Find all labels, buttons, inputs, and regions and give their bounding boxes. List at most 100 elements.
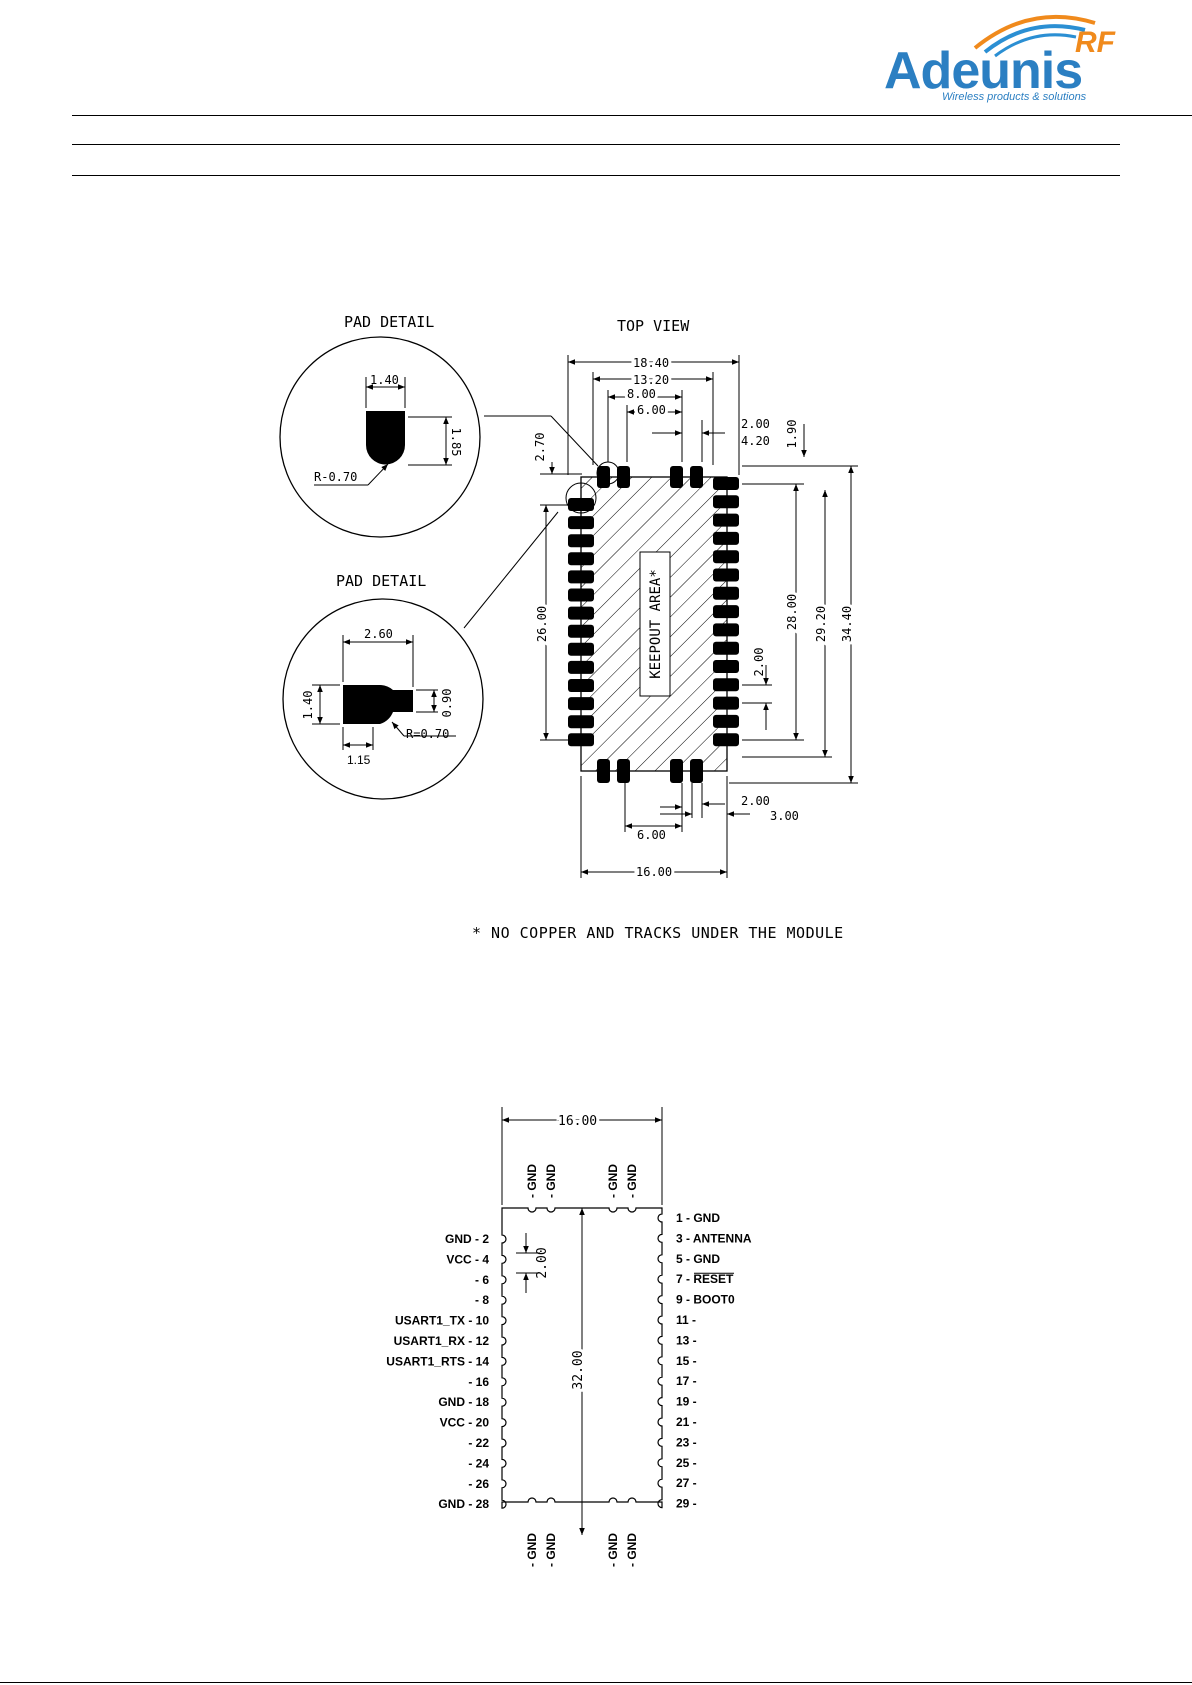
footprint-pad-left	[568, 697, 594, 711]
pin-label-bottom: - GND	[606, 1533, 620, 1567]
dim-13-20: 13.20	[633, 373, 669, 387]
pad-callout-circle-2	[565, 482, 597, 514]
dim-6-00-bottom: 6.00	[637, 828, 666, 842]
pin-label-left: - 16	[468, 1375, 489, 1389]
pin-label-left: - 6	[475, 1273, 489, 1287]
top-view-title: TOP VIEW	[617, 317, 690, 335]
dim-pad2-neck: 1.15	[347, 753, 371, 767]
dim-3-00: 3.00	[770, 809, 799, 823]
footprint-pad-right	[713, 714, 739, 728]
footprint-pad-top	[690, 466, 703, 488]
footprint-pad-left	[568, 606, 594, 620]
dim-pad2-tab: 0.90	[440, 689, 454, 718]
footprint-pad-left	[568, 733, 594, 747]
footprint-pad-left	[568, 498, 594, 511]
footprint-pad-right	[713, 550, 739, 564]
footprint-pad-left	[568, 534, 594, 548]
right-pads	[713, 477, 739, 747]
footprint-pad-bottom	[597, 759, 610, 783]
edge-pads	[597, 466, 703, 783]
left-pads	[568, 498, 594, 747]
pin-label-top: - GND	[544, 1164, 558, 1198]
footprint-pad-right	[713, 495, 739, 509]
pin-label-bottom: - GND	[625, 1533, 639, 1567]
footprint-pad-left	[568, 679, 594, 692]
pad-shape-neck	[343, 685, 413, 724]
pin-label-right: 27 -	[676, 1476, 697, 1490]
pin-label-left: USART1_TX - 10	[395, 1314, 489, 1328]
pin-label-top: - GND	[625, 1164, 639, 1198]
dim-4-20: 4.20	[741, 434, 770, 448]
header-rule-1	[72, 115, 1192, 116]
footprint-pad-top	[670, 466, 683, 488]
pin-label-left: GND - 28	[438, 1497, 489, 1511]
keepout-label: KEEPOUT AREA*	[648, 569, 664, 679]
pinout-pitch: 2.00	[535, 1247, 550, 1278]
footprint-pad-right	[713, 477, 739, 490]
footprint-pad-left	[568, 552, 594, 566]
dim-34-40: 34.40	[840, 606, 854, 642]
footprint-pad-right	[713, 696, 739, 710]
dim-2-00-bottom: 2.00	[741, 794, 770, 808]
dim-26-00: 26.00	[535, 606, 549, 642]
footer-rule	[0, 1682, 1192, 1683]
footprint-pad-left	[568, 570, 594, 584]
header-rule-2	[72, 144, 1120, 145]
dim-8-00: 8.00	[627, 387, 656, 401]
pin-label-right: 17 -	[676, 1374, 697, 1388]
footprint-pad-top	[617, 466, 630, 488]
top-view: TOP VIEW KEEPOUT AREA* 18.40 13.20 8.00 …	[532, 317, 858, 882]
pin-label-top: - GND	[606, 1164, 620, 1198]
dim-28-00: 28.00	[785, 594, 799, 630]
footprint-pad-left	[568, 624, 594, 638]
pin-label-right: 1 - GND	[676, 1211, 720, 1225]
pin-label-right: 9 - BOOT0	[676, 1293, 735, 1307]
pin-label-right: 15 -	[676, 1354, 697, 1368]
pin-label-top: - GND	[525, 1164, 539, 1198]
pin-label-right: 21 -	[676, 1415, 697, 1429]
logo-badge: RF	[1075, 26, 1116, 59]
pin-label-left: USART1_RTS - 14	[386, 1354, 489, 1368]
dim-pad1-height: 1.85	[449, 428, 463, 457]
footprint-pad-right	[713, 641, 739, 655]
footprint-pad-left	[568, 660, 594, 674]
footnote: * NO COPPER AND TRACKS UNDER THE MODULE	[472, 924, 844, 942]
footprint-pad-top	[597, 466, 610, 488]
keepout-box	[639, 551, 671, 697]
footprint-pad-right	[713, 623, 739, 637]
footprint-pad-left	[568, 588, 594, 602]
footprint-pad-bottom	[690, 759, 703, 783]
dim-1-90: 1.90	[785, 420, 799, 449]
dim-6-00-top: 6.00	[637, 403, 666, 417]
pad-detail-title-2: PAD DETAIL	[336, 572, 426, 590]
header-rule-3	[72, 175, 1120, 176]
pin-label-right: 13 -	[676, 1333, 697, 1347]
pad-detail-title-1: PAD DETAIL	[344, 313, 434, 331]
footprint-pad-right	[713, 660, 739, 673]
dim-2-00-right: 2.00	[752, 648, 766, 677]
footprint-pad-left	[568, 642, 594, 656]
footprint-pad-right	[713, 568, 739, 582]
footprint-pad-right	[713, 586, 739, 600]
dim-2-70: 2.70	[533, 433, 547, 462]
logo-tagline: Wireless products & solutions	[942, 91, 1087, 103]
pin-label-bottom: - GND	[525, 1533, 539, 1567]
pin-label-left: GND - 18	[438, 1395, 489, 1409]
pin-label-right: 11 -	[676, 1313, 696, 1327]
pin-label-left: USART1_RX - 12	[394, 1334, 490, 1348]
pad-shape-rounded	[366, 411, 405, 465]
pin-label-right: 3 - ANTENNA	[676, 1231, 752, 1245]
dim-pad1-radius: R-0.70	[314, 470, 357, 484]
pin-label-right: 25 -	[676, 1456, 697, 1470]
pin-label-right: 19 -	[676, 1395, 697, 1409]
pin-label-right: 23 -	[676, 1435, 697, 1449]
pin-label-left: VCC - 4	[446, 1252, 489, 1266]
dim-pad2-height: 1.40	[301, 691, 315, 720]
footprint-pad-bottom	[617, 759, 630, 783]
pin-label-right: 7 - RESET	[676, 1272, 734, 1286]
dim-2-00-top: 2.00	[741, 417, 770, 431]
pin-label-left: VCC - 20	[440, 1416, 490, 1430]
